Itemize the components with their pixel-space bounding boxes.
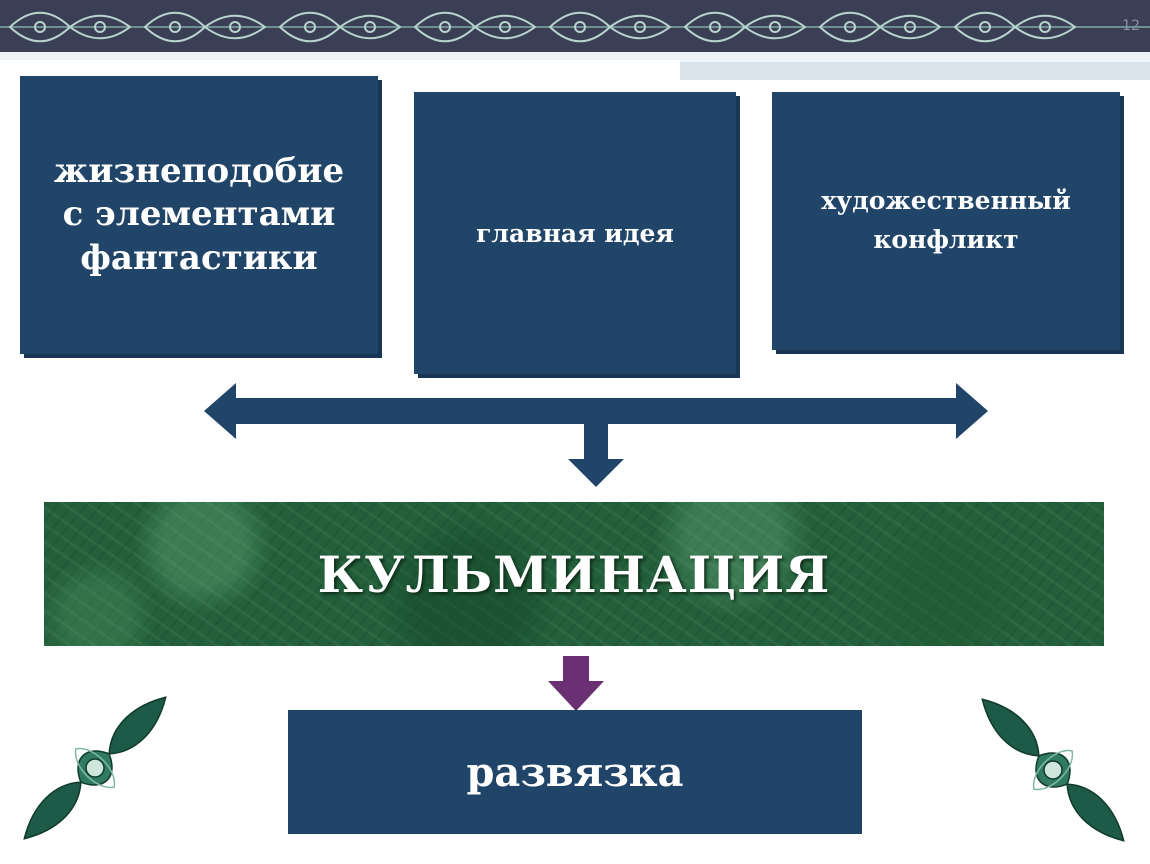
resolution-box: развязка	[288, 710, 862, 834]
box-line: художественный	[821, 186, 1071, 216]
arrow-down-icon	[568, 424, 624, 487]
decorative-banner: 12	[0, 0, 1150, 58]
ornament-border-icon	[0, 11, 1150, 43]
climax-banner: КУЛЬМИНАЦИЯ	[44, 502, 1104, 646]
concept-box-main-idea: главная идея	[414, 92, 736, 374]
double-headed-arrow-icon	[204, 383, 988, 439]
banner-underline	[0, 52, 1150, 60]
ornament-icon	[981, 698, 1125, 842]
box-line: главная идея	[476, 218, 674, 248]
resolution-label: развязка	[466, 748, 684, 796]
box-line: с элементами	[62, 194, 336, 235]
climax-label: КУЛЬМИНАЦИЯ	[317, 544, 831, 604]
box-line: конфликт	[873, 225, 1019, 254]
arrow-down-icon	[548, 656, 604, 711]
box-line: фантастики	[80, 237, 318, 278]
box-line: жизнеподобие	[53, 150, 345, 191]
accent-bar	[680, 60, 1150, 80]
concept-box-lifelikeness: жизнеподобие с элементами фантастики	[20, 76, 378, 354]
concept-box-conflict: художественный конфликт	[772, 92, 1120, 350]
ornament-icon	[23, 696, 167, 840]
slide-number: 12	[1122, 18, 1140, 34]
